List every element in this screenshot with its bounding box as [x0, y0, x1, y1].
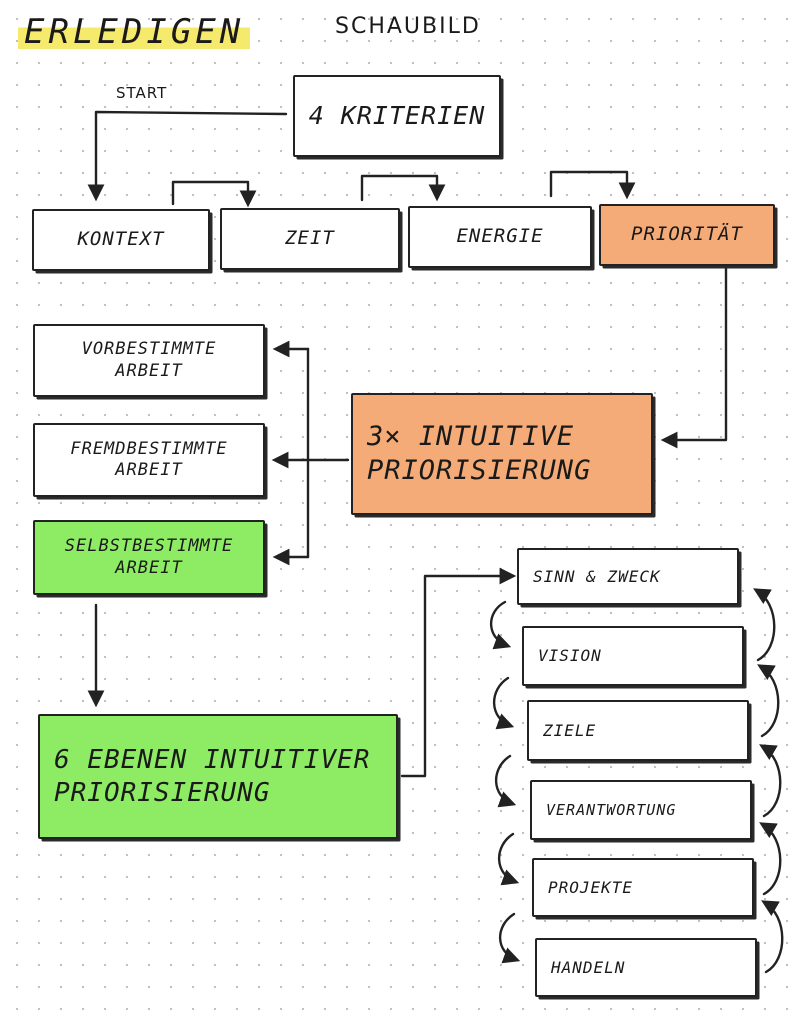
criterion-label: ZEIT: [285, 227, 335, 250]
criteria-title: 4 KRITERIEN: [308, 101, 486, 131]
ebenen-sinn-arrow: [400, 567, 517, 778]
level-ziele: ZIELE: [527, 700, 749, 761]
kontext-zeit-loop: [171, 180, 257, 208]
criterion-energie: ENERGIE: [408, 206, 592, 268]
criteria-title-box: 4 KRITERIEN: [293, 75, 501, 157]
level-sinn-zweck: SINN & ZWECK: [517, 548, 739, 605]
criterion-kontext: KONTEXT: [32, 209, 210, 271]
criterion-label: ENERGIE: [456, 225, 544, 248]
page-title: ERLEDIGEN: [18, 4, 251, 60]
loop-left-2: [492, 676, 515, 730]
worktype-selbstbestimmte: SELBSTBESTIMMTE ARBEIT: [33, 520, 265, 595]
level-verantwortung: VERANTWORTUNG: [530, 780, 752, 840]
loop-left-5: [498, 912, 521, 964]
criterion-zeit: ZEIT: [220, 208, 400, 270]
level-label: HANDELN: [551, 957, 626, 977]
worktype-label: FREMDBESTIMMTE ARBEIT: [70, 438, 228, 480]
page-subtitle: SCHAUBILD: [335, 14, 481, 39]
start-arrow: [87, 110, 288, 202]
level-label: ZIELE: [543, 720, 597, 740]
intuitive-box: 3× INTUITIVE PRIORISIERUNG: [351, 393, 653, 515]
criterion-prioritaet: PRIORITÄT: [599, 204, 775, 266]
worktype-label: VORBESTIMMTE ARBEIT: [81, 339, 217, 381]
intuitive-label: 3× INTUITIVE PRIORISIERUNG: [367, 421, 592, 486]
levels-label: 6 EBENEN INTUITIVER PRIORISIERUNG: [54, 745, 371, 808]
criterion-label: KONTEXT: [77, 228, 165, 251]
level-label: PROJEKTE: [548, 877, 634, 897]
loop-right-2: [757, 664, 780, 738]
loop-right-1: [753, 588, 776, 662]
loop-right-5: [761, 900, 784, 974]
start-label: START: [116, 84, 168, 102]
level-label: SINN & ZWECK: [533, 566, 661, 586]
level-projekte: PROJEKTE: [532, 858, 754, 917]
loop-left-1: [489, 600, 512, 650]
criterion-label: PRIORITÄT: [631, 223, 743, 246]
zeit-energie-loop: [360, 174, 446, 202]
loop-left-3: [494, 754, 517, 808]
worktype-fremdbestimmte: FREMDBESTIMMTE ARBEIT: [33, 423, 265, 497]
worktype-vorbestimmte: VORBESTIMMTE ARBEIT: [33, 324, 265, 397]
level-handeln: HANDELN: [535, 938, 757, 997]
worktype-label: SELBSTBESTIMMTE ARBEIT: [64, 536, 234, 578]
loop-right-3: [759, 744, 782, 818]
levels-box: 6 EBENEN INTUITIVER PRIORISIERUNG: [38, 714, 398, 839]
loop-left-4: [497, 832, 520, 886]
level-vision: VISION: [522, 626, 744, 686]
loop-right-4: [759, 822, 782, 896]
prioritaet-intuitive-arrow: [660, 266, 728, 449]
energie-prioritaet-loop: [549, 170, 636, 200]
level-label: VERANTWORTUNG: [546, 800, 677, 819]
level-label: VISION: [538, 646, 602, 665]
